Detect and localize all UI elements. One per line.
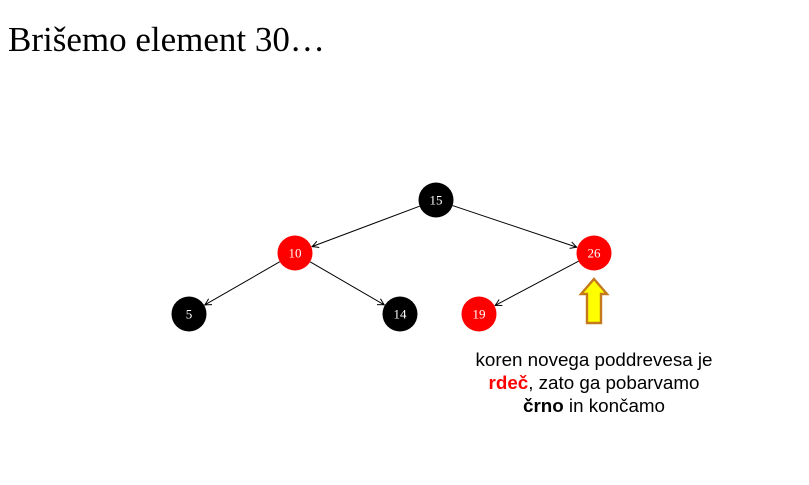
node-circle [461, 296, 497, 332]
tree-edge-10-14 [309, 261, 385, 306]
node-circle [277, 235, 313, 271]
caption-text: , zato ga pobarvamo [528, 372, 700, 393]
slide-title: Brišemo element 30… [8, 20, 325, 59]
caption-text: in končamo [563, 395, 665, 416]
caption-emphasis-red: rdeč [488, 372, 529, 393]
caption-text: koren novega poddrevesa je [475, 349, 713, 370]
node-circle [171, 296, 207, 332]
caption-emphasis-black: črno [523, 395, 564, 416]
node-label: 10 [289, 246, 302, 261]
tree-node-10: 10 [277, 235, 313, 271]
node-circle [576, 235, 612, 271]
node-label: 19 [473, 307, 486, 322]
tree-edge-15-26 [452, 205, 578, 249]
node-label: 15 [430, 193, 443, 208]
caption: koren novega poddrevesa je rdeč, zato ga… [444, 348, 744, 417]
caption-line-2: rdeč, zato ga pobarvamo [444, 371, 744, 394]
node-label: 5 [186, 307, 193, 322]
node-circle [418, 182, 454, 218]
tree-edge-10-5 [204, 261, 281, 306]
up-arrow-icon [578, 277, 610, 325]
tree-edge-15-10 [311, 205, 420, 249]
node-circle [382, 296, 418, 332]
caption-line-3: črno in končamo [444, 394, 744, 417]
tree-edge-26-19 [494, 260, 579, 307]
tree-edges [204, 205, 579, 307]
tree-node-19: 19 [461, 296, 497, 332]
tree-node-14: 14 [382, 296, 418, 332]
node-label: 14 [394, 307, 408, 322]
tree-node-15: 15 [418, 182, 454, 218]
node-label: 26 [588, 246, 602, 261]
caption-line-1: koren novega poddrevesa je [444, 348, 744, 371]
tree-node-5: 5 [171, 296, 207, 332]
tree-node-26: 26 [576, 235, 612, 271]
